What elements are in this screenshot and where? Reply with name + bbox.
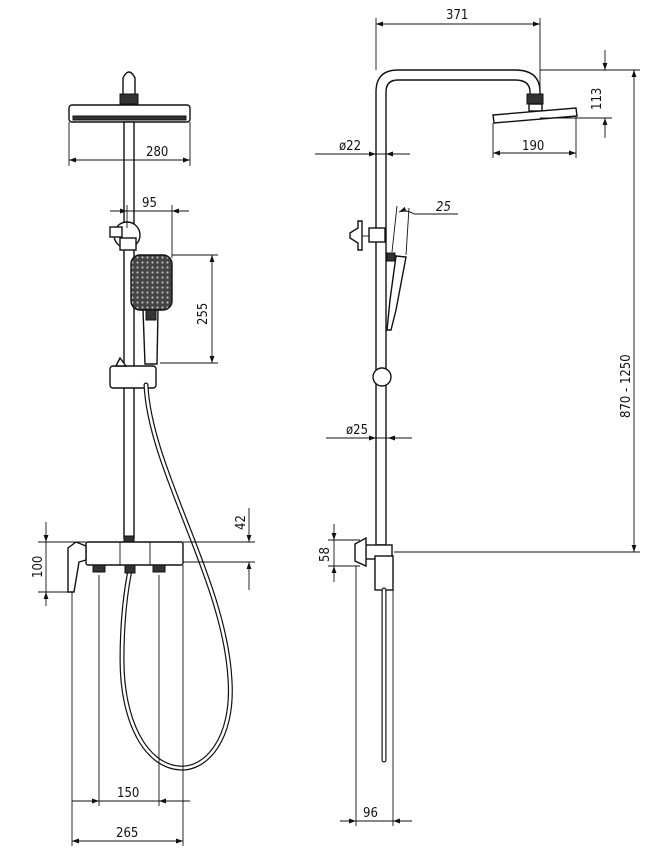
front-holder-clamp (119, 237, 137, 251)
front-hand-shower-neck (145, 309, 157, 321)
front-rail-connector (123, 535, 135, 543)
side-view: 371 113 190 ø22 25 ø25 870 - 1250 58 96 (315, 8, 640, 826)
label-top-width: 371 (446, 8, 468, 23)
front-slide-holder (109, 365, 157, 389)
side-holder-knob (349, 220, 363, 251)
front-overhead-nozzles (72, 115, 187, 121)
front-outlet-left (92, 564, 106, 573)
side-slide-holder (372, 367, 392, 387)
label-head-front-width: 280 (146, 145, 168, 160)
front-rail (123, 121, 135, 539)
side-overhead-shower (492, 107, 578, 124)
side-holder-clamp (368, 227, 386, 243)
front-hand-shower-head (130, 254, 173, 311)
front-head-connector (119, 93, 139, 105)
label-mixer-height: 100 (31, 556, 46, 578)
front-view: 280 95 255 42 100 150 265 (31, 71, 255, 846)
side-rail-arm (375, 69, 541, 546)
side-mixer-body (374, 555, 394, 591)
side-head-connector (526, 93, 544, 105)
side-hand-shower-tip (386, 252, 396, 262)
front-outlet-middle (124, 564, 136, 574)
label-mixer-width: 265 (116, 826, 138, 841)
label-rail-diameter-top: ø22 (339, 139, 361, 154)
label-inlet-offset: 58 (318, 547, 333, 562)
label-mixer-top-offset: 42 (234, 515, 249, 530)
label-hand-angle: 25 (436, 200, 451, 215)
front-mixer-body (85, 541, 184, 566)
side-hand-shower (386, 255, 407, 331)
front-holder-handle (109, 226, 123, 238)
label-total-height: 870 - 1250 (619, 354, 634, 418)
dim-arc-hand-angle (398, 206, 415, 215)
front-mixer-lever (67, 541, 87, 593)
side-mixer-knob (354, 536, 367, 568)
side-head-joint (528, 103, 543, 112)
label-holder-offset: 95 (142, 196, 157, 211)
label-head-height: 113 (590, 88, 605, 110)
front-slide-holder-tab (114, 356, 128, 367)
front-head-pipe (122, 71, 136, 99)
label-wall-distance: 96 (363, 806, 378, 821)
label-head-side-width: 190 (522, 139, 544, 154)
label-hand-length: 255 (196, 303, 211, 325)
front-outlet-right (152, 564, 166, 573)
label-rail-diameter-bottom: ø25 (346, 423, 368, 438)
label-connection-spacing: 150 (117, 786, 139, 801)
front-hose (119, 382, 233, 771)
